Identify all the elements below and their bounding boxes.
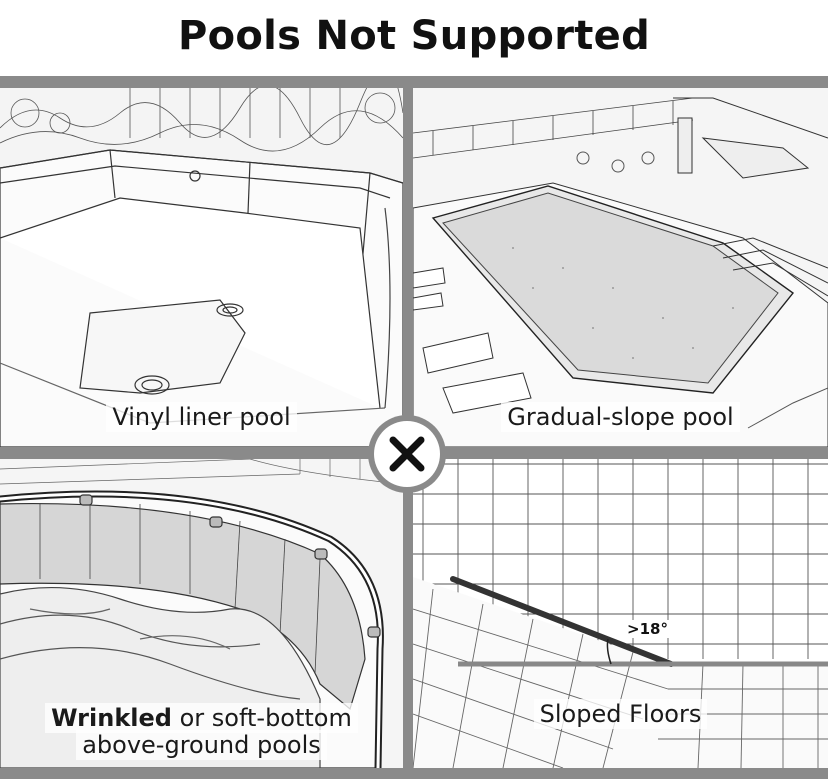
not-supported-badge [368,415,446,493]
caption-wrinkled-bold: Wrinkled [51,704,172,732]
caption-above-ground-pools: Wrinkled or soft-bottom [45,703,358,733]
caption-gradual-slope-pool: Gradual-slope pool [501,402,740,432]
frame-bottom-border [0,768,828,779]
panel-vinyl-liner-pool: Vinyl liner pool [0,88,403,447]
panel-sloped-floors: >18° Sloped Floors [413,459,828,768]
caption-sloped-floors: Sloped Floors [533,699,708,729]
panel-gradual-slope-pool: Gradual-slope pool [413,88,828,447]
x-icon [389,436,425,472]
sloped-floor-illustration [413,459,828,768]
page-title: Pools Not Supported [177,13,651,59]
vinyl-liner-pool-illustration [0,88,403,447]
caption-vinyl-liner-pool: Vinyl liner pool [106,402,297,432]
caption-above-ground-line2: above-ground pools [76,730,327,760]
panel-above-ground-pool: Wrinkled or soft-bottom above-ground poo… [0,459,403,768]
frame-top-border [0,76,828,88]
slope-angle-label: >18° [625,620,670,638]
gradual-slope-pool-illustration [413,88,828,447]
caption-soft-bottom: or soft-bottom [171,704,352,732]
